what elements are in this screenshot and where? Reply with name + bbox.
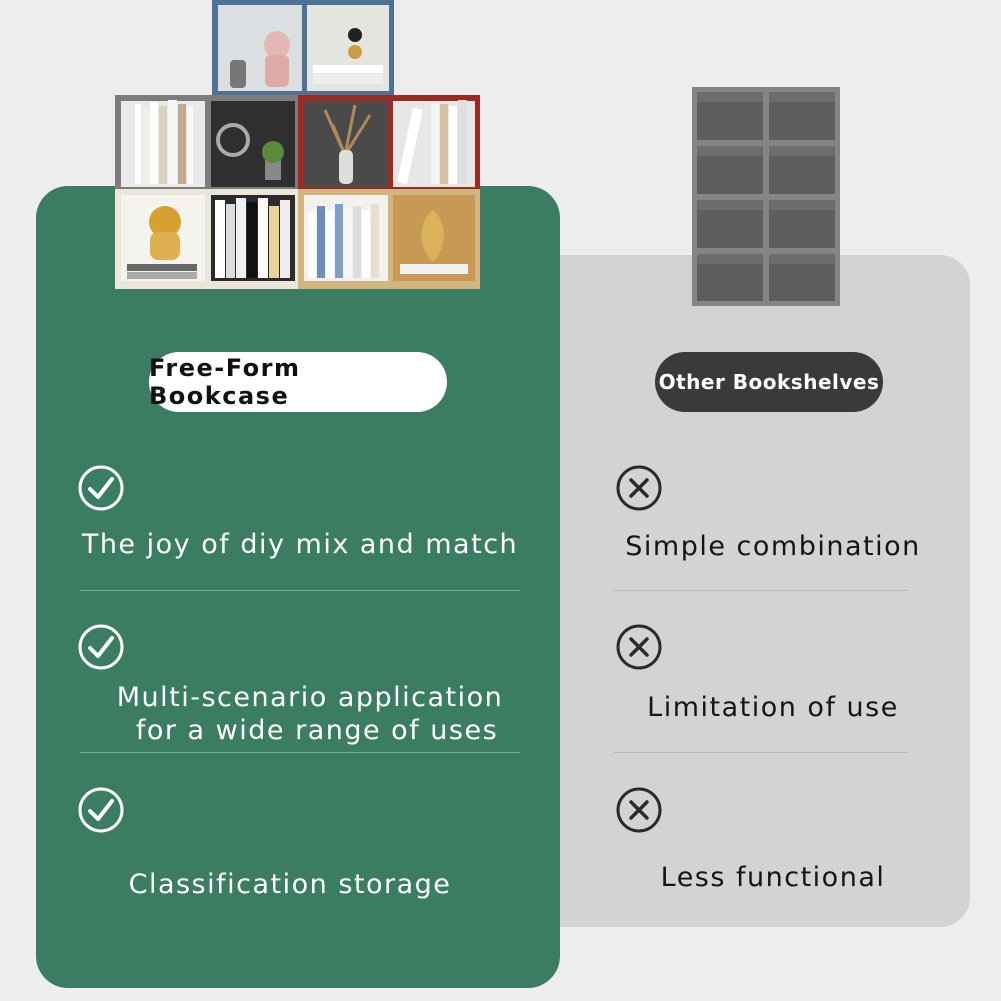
divider [80, 752, 520, 753]
feature-line: Multi-scenario application [116, 682, 504, 713]
check-circle-icon [78, 624, 124, 670]
feature-diy-mix-match: The joy of diy mix and match [60, 528, 540, 561]
free-form-bookcase-heading: Free-Form Bookcase [149, 352, 447, 412]
feature-line: for a wide range of uses [135, 715, 499, 746]
x-circle-icon [616, 787, 662, 833]
other-bookshelves-heading: Other Bookshelves [655, 352, 883, 412]
check-circle-icon [78, 787, 124, 833]
feature-classification-storage: Classification storage [40, 868, 540, 901]
feature-line: Simple combination [625, 531, 921, 562]
feature-line: Limitation of use [647, 692, 899, 723]
modular-bookcase-image [115, 0, 480, 289]
feature-line: The joy of diy mix and match [81, 529, 519, 560]
free-form-bookcase-panel [36, 186, 560, 988]
feature-limitation-of-use: Limitation of use [596, 691, 950, 724]
feature-less-functional: Less functional [596, 861, 950, 894]
divider [80, 590, 520, 591]
x-circle-icon [616, 624, 662, 670]
feature-simple-combination: Simple combination [596, 530, 950, 563]
x-circle-icon [616, 465, 662, 511]
plain-bookshelf-image [692, 87, 840, 306]
feature-line: Less functional [660, 862, 886, 893]
check-circle-icon [78, 465, 124, 511]
feature-line: Classification storage [128, 869, 452, 900]
divider [614, 752, 908, 753]
feature-multi-scenario: Multi-scenario application for a wide ra… [60, 681, 560, 747]
divider [614, 590, 908, 591]
